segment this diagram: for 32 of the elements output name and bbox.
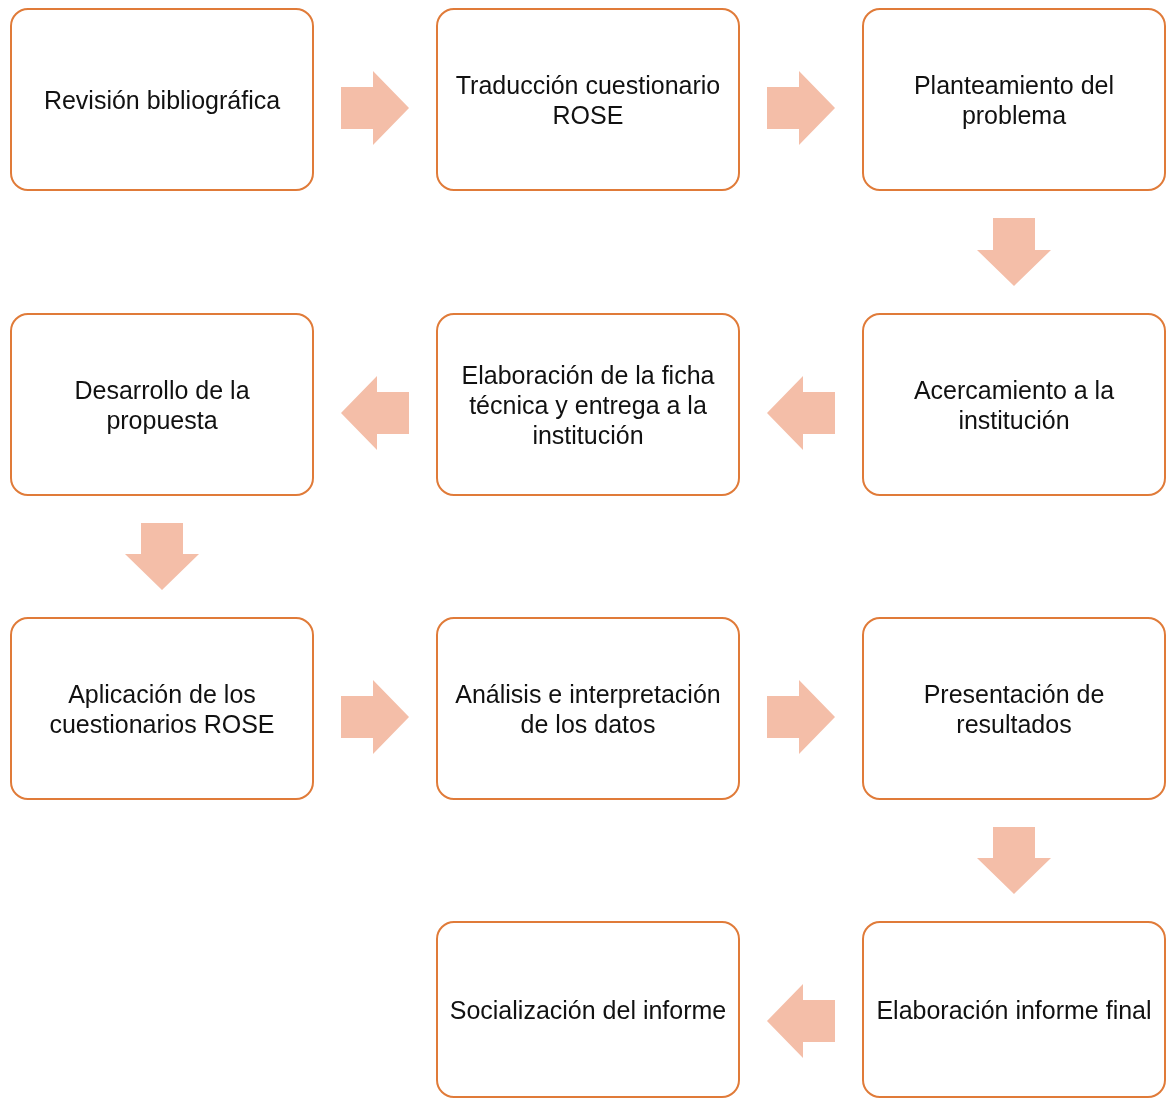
step-label: Elaboración de la ficha técnica y entrega a la institución	[460, 359, 716, 450]
block-arrow	[341, 71, 409, 145]
step-label: Acercamiento a la institución	[912, 374, 1116, 435]
block-arrow	[125, 523, 199, 590]
process-box	[862, 313, 1166, 496]
process-box	[862, 8, 1166, 191]
process-box	[862, 921, 1166, 1098]
block-arrow	[341, 680, 409, 754]
process-box	[10, 313, 314, 496]
step-label: Aplicación de los cuestionarios ROSE	[48, 678, 276, 739]
process-box	[436, 8, 740, 191]
block-arrow	[977, 827, 1051, 894]
block-arrow	[767, 680, 835, 754]
process-box	[436, 921, 740, 1098]
block-arrow	[767, 984, 835, 1058]
step-label: Presentación de resultados	[922, 678, 1106, 739]
process-box	[10, 8, 314, 191]
process-box	[436, 313, 740, 496]
block-arrow	[767, 71, 835, 145]
block-arrow	[341, 376, 409, 450]
block-arrow	[767, 376, 835, 450]
process-box	[10, 617, 314, 800]
step-label: Análisis e interpretación de los datos	[454, 678, 722, 739]
block-arrow	[977, 218, 1051, 286]
step-label: Traducción cuestionario ROSE	[454, 69, 722, 130]
step-label: Revisión bibliográfica	[43, 84, 281, 115]
step-label: Planteamiento del problema	[912, 69, 1116, 130]
process-box	[862, 617, 1166, 800]
step-label: Elaboración informe final	[876, 994, 1152, 1025]
step-label: Socialización del informe	[449, 994, 727, 1025]
step-label: Desarrollo de la propuesta	[73, 374, 251, 435]
process-box	[436, 617, 740, 800]
